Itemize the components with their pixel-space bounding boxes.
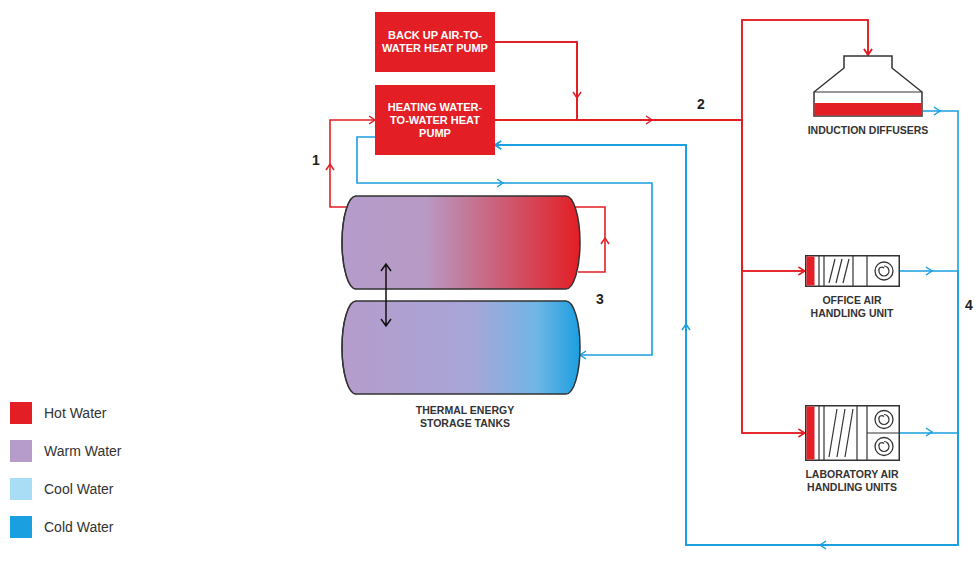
callout-number: 2 — [697, 96, 705, 112]
node-label: THERMAL ENERGY STORAGE TANKS — [405, 404, 525, 430]
legend-swatch — [10, 516, 32, 538]
air-handling-unit: LABORATORY AIR HANDLING UNITS — [777, 405, 927, 494]
legend-label: Hot Water — [44, 405, 107, 421]
air-handling-unit-symbol — [805, 255, 900, 287]
flow-chevron — [646, 116, 652, 124]
callout-number: 4 — [965, 297, 973, 313]
node-label: OFFICE AIR HANDLING UNIT — [802, 294, 902, 320]
node-label: LABORATORY AIR HANDLING UNITS — [796, 468, 908, 494]
storage-tanks: THERMAL ENERGY STORAGE TANKS — [335, 195, 595, 430]
legend-row: Cool Water — [10, 478, 122, 500]
legend-label: Cool Water — [44, 481, 114, 497]
heat-pump-box: BACK UP AIR-TO-WATER HEAT PUMP — [375, 12, 495, 72]
flow-chevron — [497, 179, 503, 187]
legend-label: Cold Water — [44, 519, 114, 535]
legend-row: Warm Water — [10, 440, 122, 462]
flow-chevron — [934, 107, 940, 115]
legend-swatch — [10, 478, 32, 500]
induction-diffuser: INDUCTION DIFFUSERS — [783, 55, 953, 137]
callout-number: 1 — [312, 152, 320, 168]
node-label: BACK UP AIR-TO-WATER HEAT PUMP — [381, 29, 489, 55]
hot-water-pipe — [495, 20, 868, 120]
legend: Hot WaterWarm WaterCool WaterCold Water — [10, 402, 122, 554]
induction-diffuser-symbol — [813, 55, 923, 117]
storage-tanks-symbol — [340, 195, 590, 397]
legend-swatch — [10, 402, 32, 424]
flow-chevron — [926, 428, 932, 436]
flow-chevron — [820, 541, 826, 549]
node-label: HEATING WATER-TO-WATER HEAT PUMP — [381, 101, 489, 140]
legend-label: Warm Water — [44, 443, 122, 459]
flow-chevron — [601, 238, 609, 244]
flow-chevron — [682, 324, 690, 330]
flow-chevron — [573, 92, 581, 98]
legend-swatch — [10, 440, 32, 462]
flow-chevron — [926, 267, 932, 275]
hot-water-pipe — [495, 20, 868, 120]
legend-row: Cold Water — [10, 516, 122, 538]
flow-chevron — [326, 164, 334, 170]
air-handling-unit: OFFICE AIR HANDLING UNIT — [777, 255, 927, 320]
legend-row: Hot Water — [10, 402, 122, 424]
callout-number: 3 — [596, 291, 604, 307]
air-handling-unit-symbol — [805, 405, 900, 461]
node-label: INDUCTION DIFFUSERS — [808, 124, 929, 137]
heat-pump-box: HEATING WATER-TO-WATER HEAT PUMP — [375, 85, 495, 155]
